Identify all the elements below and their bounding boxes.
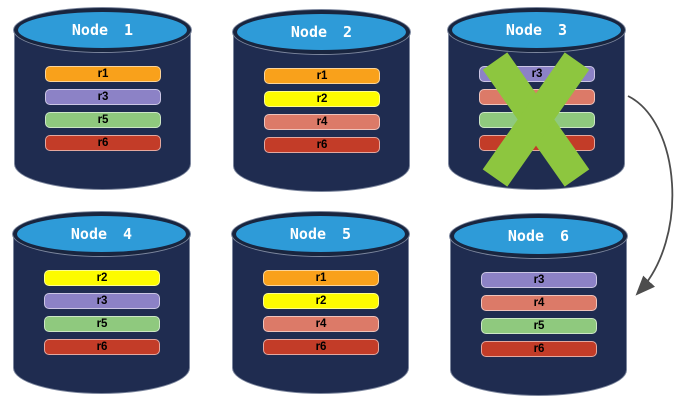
replica-bar: r1 [45, 66, 161, 82]
node-cylinder: Node 3 r3 r4 r5 r6 [448, 8, 625, 190]
cylinder-body [232, 234, 409, 394]
replica-bar: r4 [264, 114, 380, 130]
replica-bar: r6 [263, 339, 379, 355]
node-title: Node 5 [289, 225, 352, 243]
replica-bar: r6 [45, 135, 161, 151]
cylinder-top: Node 1 [14, 8, 191, 52]
replica-bar: r5 [479, 112, 595, 128]
replica-list: r2 r3 r5 r6 [44, 270, 160, 355]
node-cylinder: Node 6 r3 r4 r5 r6 [450, 214, 627, 396]
replica-bar: r6 [44, 339, 160, 355]
node-cylinder: Node 2 r1 r2 r4 r6 [233, 10, 410, 192]
replica-bar: r2 [264, 91, 380, 107]
replica-bar: r3 [45, 89, 161, 105]
replica-list: r3 r4 r5 r6 [481, 272, 597, 357]
replica-bar: r3 [44, 293, 160, 309]
replica-bar: r3 [479, 66, 595, 82]
replica-bar: r6 [481, 341, 597, 357]
cylinder-body [450, 236, 627, 396]
replica-bar: r4 [479, 89, 595, 105]
cylinder-top: Node 6 [450, 214, 627, 258]
replica-bar: r2 [263, 293, 379, 309]
replica-bar: r6 [479, 135, 595, 151]
cylinder-top: Node 4 [13, 212, 190, 256]
cylinder-top: Node 3 [448, 8, 625, 52]
cylinder-top: Node 2 [233, 10, 410, 54]
node-title: Node 4 [70, 225, 133, 243]
node-cylinder: Node 1 r1 r3 r5 r6 [14, 8, 191, 190]
replica-bar: r2 [44, 270, 160, 286]
failover-arrow [627, 95, 674, 296]
cylinder-body [13, 234, 190, 394]
replica-bar: r1 [264, 68, 380, 84]
node-title: Node 1 [71, 21, 134, 39]
node-title: Node 6 [507, 227, 570, 245]
node-title: Node 2 [290, 23, 353, 41]
replica-list: r3 r4 r5 r6 [479, 66, 595, 151]
replica-bar: r4 [481, 295, 597, 311]
node-title: Node 3 [505, 21, 568, 39]
node-cylinder: Node 5 r1 r2 r4 r6 [232, 212, 409, 394]
replica-bar: r6 [264, 137, 380, 153]
cylinder-top: Node 5 [232, 212, 409, 256]
replica-bar: r5 [45, 112, 161, 128]
replica-list: r1 r2 r4 r6 [263, 270, 379, 355]
replica-bar: r1 [263, 270, 379, 286]
node-cylinder: Node 4 r2 r3 r5 r6 [13, 212, 190, 394]
cylinder-body [14, 30, 191, 190]
replica-list: r1 r2 r4 r6 [264, 68, 380, 153]
cylinder-body [233, 32, 410, 192]
replica-bar: r5 [481, 318, 597, 334]
replica-bar: r4 [263, 316, 379, 332]
replica-list: r1 r3 r5 r6 [45, 66, 161, 151]
replica-bar: r5 [44, 316, 160, 332]
replica-bar: r3 [481, 272, 597, 288]
